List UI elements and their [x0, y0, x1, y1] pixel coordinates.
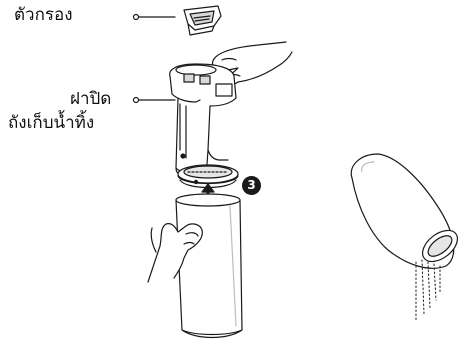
tank-lid-label-line1: ฝาปิด	[70, 88, 111, 110]
pouring-canister-icon	[351, 154, 458, 268]
waste-tank-icon	[176, 194, 242, 338]
filter-label: ตัวกรอง	[14, 4, 73, 26]
falling-particles	[416, 260, 440, 322]
tank-lid-label-line2: ถังเก็บน้ำทิ้ง	[8, 112, 94, 134]
hand-icon	[148, 224, 202, 282]
filter-icon	[184, 6, 221, 35]
step-number-badge: 3	[242, 176, 261, 195]
lid-leader-line	[134, 98, 176, 103]
filter-leader-line	[134, 15, 176, 20]
tank-lid-icon	[170, 64, 238, 188]
